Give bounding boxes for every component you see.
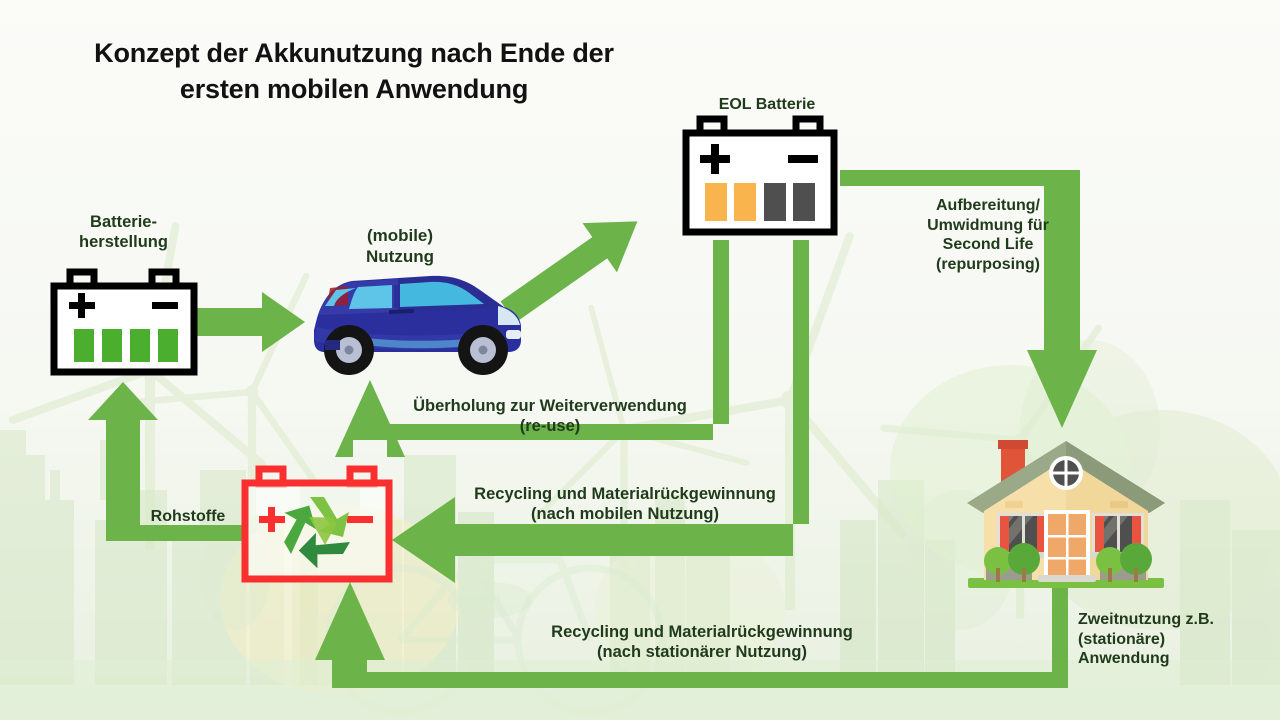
label-repurposing-line4: (repurposing): [936, 255, 1040, 273]
label-raw-materials: Rohstoffe: [133, 507, 243, 527]
label-recycling-mobile-line1: Recycling und Materialrückgewinnung: [474, 485, 776, 503]
recycle-symbol-icon: [284, 497, 350, 569]
label-repurposing-line1: Aufbereitung/: [936, 197, 1040, 214]
label-battery-production: Batterie- herstellung: [36, 212, 211, 252]
page-title-line2: ersten mobilen Anwendung: [179, 73, 529, 104]
label-recycling-mobile-line2: (nach mobilen Nutzung): [531, 505, 719, 524]
label-second-use-line1: Zweitnutzung z.B.: [1078, 611, 1214, 628]
battery-recycling-icon: [241, 465, 393, 583]
battery-bar: [158, 329, 178, 362]
label-eol-battery-text: EOL Batterie: [718, 96, 816, 113]
bicycle-seat-watermark: [448, 582, 532, 618]
label-second-use-line2: (stationäre): [1078, 630, 1166, 648]
label-second-use-line3: Anwendung: [1078, 650, 1170, 668]
battery-bar: [102, 329, 122, 362]
label-repurposing-line2: Umwidmung für: [927, 216, 1049, 234]
label-reuse: Überholung zur Weiterverwendung (re-use): [400, 396, 700, 436]
battery-degraded-icon: [682, 115, 838, 236]
label-repurposing-line3: Second Life: [942, 236, 1034, 254]
arrow-eol-to-car-reuse: [335, 240, 729, 457]
battery-bar: [74, 329, 94, 362]
label-reuse-line1: Überholung zur Weiterverwendung: [413, 397, 687, 415]
battery-bar: [793, 183, 815, 221]
label-second-use: Zweitnutzung z.B. (stationäre) Anwendung: [1078, 610, 1268, 669]
page-title: Konzept der Akkunutzung nach Ende der er…: [34, 36, 674, 108]
battery-bar: [705, 183, 727, 221]
arrow-recycling-to-production: [88, 382, 243, 541]
label-mobile-use-line2: Nutzung: [366, 246, 434, 266]
battery-bar: [130, 329, 150, 362]
label-eol-battery: EOL Batterie: [672, 95, 862, 115]
page-title-line1: Konzept der Akkunutzung nach Ende der: [94, 38, 614, 68]
label-mobile-use-line1: (mobile): [366, 226, 434, 245]
label-recycling-stationary-line1: Recycling und Materialrückgewinnung: [551, 623, 853, 641]
battery-bar: [734, 183, 756, 221]
arrow-eol-to-house: [840, 170, 1097, 428]
label-battery-production-line1: Batterie-: [90, 213, 157, 231]
arrow-eol-to-recycling: [392, 240, 809, 583]
label-reuse-line2: (re-use): [519, 417, 581, 436]
battery-full-icon: [50, 268, 198, 376]
battery-bar: [764, 183, 786, 221]
arrow-car-to-eol: [500, 221, 638, 323]
label-raw-materials-text: Rohstoffe: [150, 508, 226, 525]
label-recycling-stationary-line2: (nach stationärer Nutzung): [597, 643, 807, 662]
house-icon: [967, 440, 1165, 588]
label-repurposing: Aufbereitung/ Umwidmung für Second Life …: [908, 196, 1068, 274]
label-recycling-mobile: Recycling und Materialrückgewinnung (nac…: [455, 484, 795, 524]
label-battery-production-line2: herstellung: [79, 233, 168, 252]
label-recycling-stationary: Recycling und Materialrückgewinnung (nac…: [527, 622, 877, 662]
arrow-production-to-car: [196, 292, 305, 352]
label-mobile-use: (mobile) Nutzung: [300, 226, 500, 267]
arrow-house-to-recycling: [315, 580, 1068, 688]
blue-hatchback-car-icon: [314, 275, 521, 375]
